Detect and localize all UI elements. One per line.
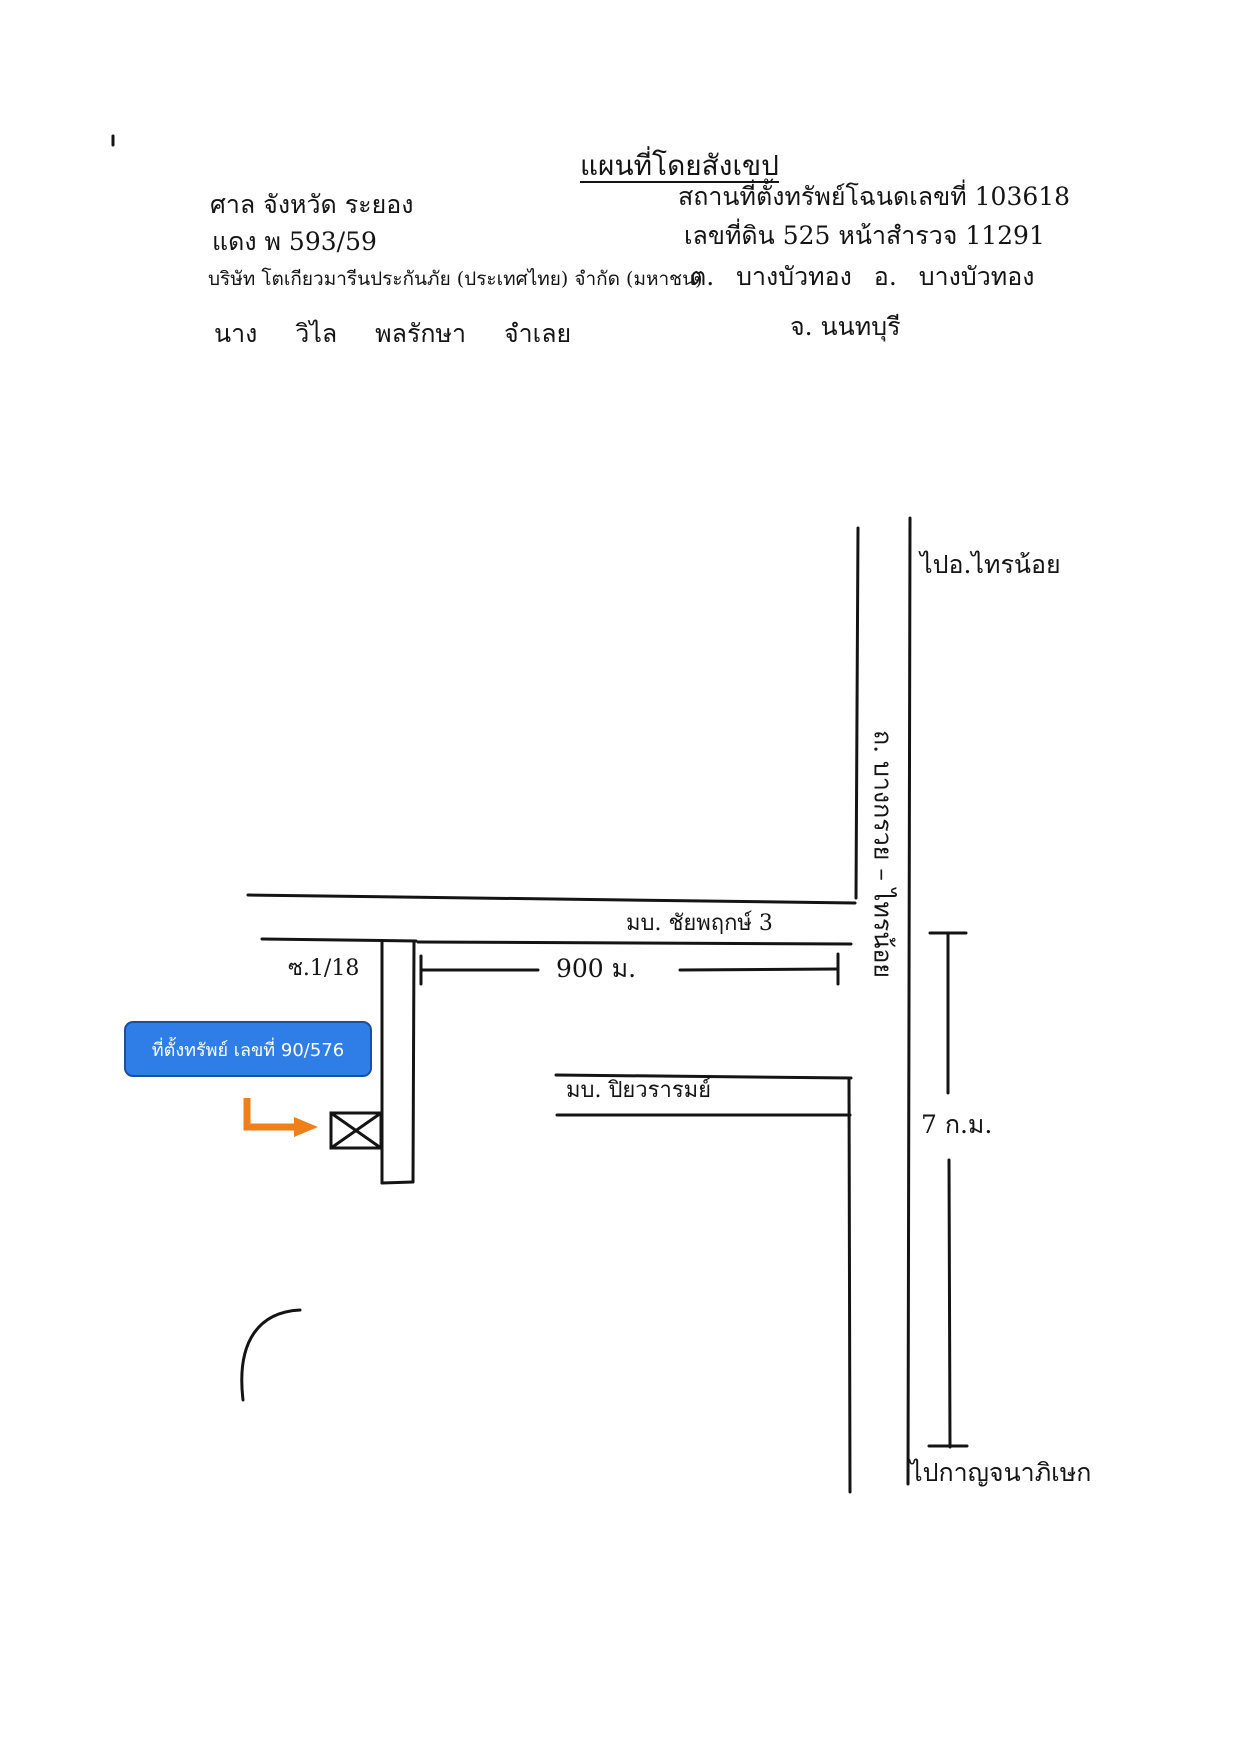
label-distance-soi: 900 ม.	[556, 954, 637, 983]
soi-end	[380, 1180, 415, 1185]
cross-road-top	[246, 893, 857, 905]
label-to-north: ไปอ.ไทรน้อย	[920, 550, 1061, 579]
province-name: จ. นนทบุรี	[790, 312, 901, 341]
label-to-south: ไปกาญจนาภิเษก	[910, 1458, 1092, 1487]
court-name: ศาล จังหวัด ระยอง	[210, 190, 414, 219]
property-box-cross-2	[329, 1111, 383, 1150]
soi-top-edge	[260, 937, 418, 943]
plaintiff-name: บริษัท โตเกียวมารีนประกันภัย (ประเทศไทย)…	[208, 268, 703, 290]
main-road-left-edge	[854, 526, 860, 900]
label-soi: ซ.1/18	[288, 956, 360, 981]
property-location-sign: ที่ตั้งทรัพย์ เลขที่ 90/576	[124, 1021, 372, 1077]
cross-road-bottom	[416, 940, 853, 946]
label-village-1: มบ. ชัยพฤกษ์ 3	[626, 911, 773, 936]
stray-arc	[240, 1308, 302, 1402]
village-road-1	[554, 1073, 853, 1080]
label-main-road: ถ. บางกรวย – ไทรน้อย	[868, 729, 898, 979]
property-deed: สถานที่ตั้งทรัพย์โฉนดเลขที่ 103618	[678, 182, 1071, 211]
label-distance-main: 7 ก.ม.	[921, 1110, 993, 1139]
label-village-2: มบ. ปิยวรารมย์	[566, 1078, 712, 1103]
property-arrow-head	[294, 1117, 318, 1137]
case-number: แดง พ 593/59	[212, 227, 377, 256]
main-road-left-edge-south	[847, 1078, 852, 1494]
property-box	[329, 1111, 383, 1150]
dim-main-line-bottom	[947, 1158, 952, 1449]
map-title: แผนที่โดยสังเขป	[580, 149, 779, 182]
soi-right-edge	[411, 939, 416, 1184]
defendant-name: นาง วิไล พลรักษา จำเลย	[214, 319, 572, 348]
dim-soi-line-right	[678, 967, 840, 972]
land-number: เลขที่ดิน 525 หน้าสำรวจ 11291	[684, 221, 1045, 250]
main-road-right-edge	[906, 516, 912, 1486]
district-name: ต. บางบัวทอง อ. บางบัวทอง	[690, 262, 1035, 291]
property-arrow	[243, 1098, 298, 1131]
